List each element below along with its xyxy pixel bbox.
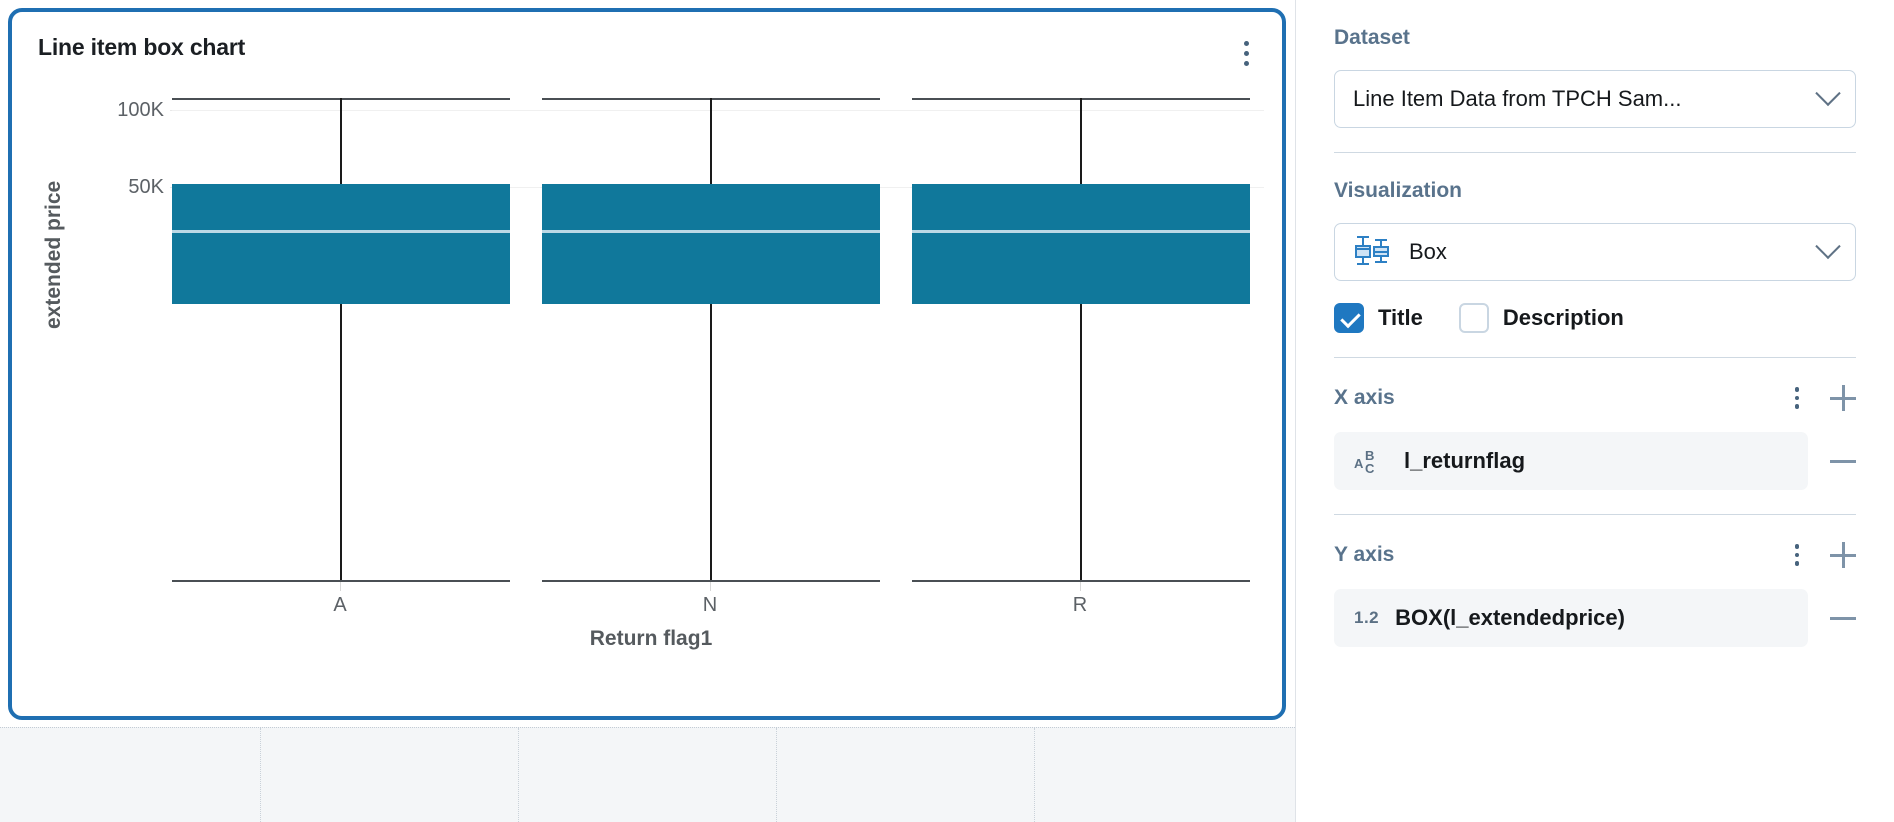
y-axis-tick-label: 100K — [117, 99, 164, 121]
y-axis-kebab-menu-icon[interactable] — [1786, 541, 1808, 569]
y-axis-field-box-extendedprice[interactable]: 1.2 BOX(l_extendedprice) — [1334, 589, 1808, 647]
box-plot-icon — [1353, 233, 1395, 272]
x-axis-heading: X axis — [1334, 386, 1395, 409]
x-tick-mark — [710, 582, 711, 591]
whisker-cap-lower — [912, 580, 1250, 582]
kebab-dot — [1794, 404, 1800, 409]
description-checkbox[interactable] — [1458, 303, 1489, 333]
median-line — [542, 230, 880, 233]
x-axis-tick-label: N — [702, 594, 718, 616]
box-body — [172, 184, 510, 304]
box-plot[interactable]: extended price 100K 50K — [12, 74, 1282, 714]
chart-card-header: Line item box chart — [12, 12, 1282, 74]
dataset-section: Dataset Line Item Data from TPCH Sam... — [1334, 0, 1856, 128]
x-axis-tick-label: R — [1072, 594, 1088, 616]
x-axis-add-field-button[interactable] — [1830, 385, 1856, 411]
kebab-dot — [1794, 387, 1800, 392]
x-axis-field-label: l_returnflag — [1404, 448, 1526, 473]
y-axis-label: extended price — [42, 180, 65, 329]
visualization-dropdown[interactable]: Box — [1334, 223, 1856, 281]
grid-column-line — [1034, 728, 1035, 822]
kebab-dot — [1794, 552, 1800, 558]
whisker-upper — [710, 98, 712, 184]
y-axis-tick-label: 50K — [128, 176, 164, 198]
chevron-down-icon — [1815, 233, 1841, 260]
y-gridline — [172, 110, 1264, 111]
chart-kebab-menu-icon[interactable] — [1232, 36, 1260, 70]
x-axis-kebab-menu-icon[interactable] — [1786, 384, 1808, 412]
kebab-dot — [1794, 561, 1800, 566]
dataset-section-header: Dataset — [1334, 26, 1856, 50]
whisker-upper — [340, 98, 342, 184]
chevron-down-icon — [1815, 80, 1841, 107]
visualization-options: Title Description — [1334, 303, 1856, 333]
dashboard-canvas: Line item box chart extended price 100K — [0, 8, 1295, 822]
median-line — [912, 230, 1250, 233]
chart-title: Line item box chart — [38, 34, 246, 60]
whisker-lower — [340, 304, 342, 580]
whisker-upper — [1080, 98, 1082, 184]
dataset-heading: Dataset — [1334, 26, 1410, 49]
dashboard-grid-area[interactable] — [0, 727, 1295, 822]
y-axis-section-header: Y axis — [1334, 541, 1856, 569]
y-axis-add-field-button[interactable] — [1830, 542, 1856, 568]
number-type-icon: 1.2 — [1354, 608, 1380, 627]
grid-column-line — [518, 728, 519, 822]
y-axis-heading: Y axis — [1334, 543, 1395, 566]
visualization-selected-value: Box — [1409, 239, 1447, 264]
box-body — [912, 184, 1250, 304]
x-axis-remove-field-button[interactable] — [1830, 448, 1856, 474]
x-tick-mark — [1080, 582, 1081, 591]
kebab-dot — [1243, 60, 1249, 66]
whisker-cap-lower — [172, 580, 510, 582]
x-tick-mark — [340, 582, 341, 591]
whisker-lower — [710, 304, 712, 580]
x-axis-label: Return flag1 — [589, 627, 713, 650]
kebab-dot — [1243, 50, 1249, 56]
y-axis-field-label: BOX(l_extendedprice) — [1395, 605, 1625, 630]
kebab-dot — [1243, 40, 1249, 46]
y-axis-remove-field-button[interactable] — [1830, 605, 1856, 631]
kebab-dot — [1794, 544, 1800, 549]
dataset-selected-value: Line Item Data from TPCH Sam... — [1353, 86, 1682, 111]
title-checkbox[interactable] — [1334, 303, 1364, 333]
x-axis-section-header: X axis — [1334, 384, 1856, 412]
y-axis-section: Y axis 1.2 BOX(l_extendedprice) — [1334, 514, 1856, 647]
x-axis-tick-label: A — [333, 594, 347, 616]
box-body — [542, 184, 880, 304]
whisker-lower — [1080, 304, 1082, 580]
chart-config-panel: Dataset Line Item Data from TPCH Sam... … — [1295, 0, 1894, 822]
grid-column-line — [776, 728, 777, 822]
dataset-dropdown[interactable]: Line Item Data from TPCH Sam... — [1334, 70, 1856, 128]
title-checkbox-label: Title — [1378, 305, 1423, 330]
chart-card[interactable]: Line item box chart extended price 100K — [8, 8, 1286, 720]
whisker-cap-lower — [542, 580, 880, 582]
visualization-section: Visualization — [1334, 152, 1856, 333]
grid-column-line — [260, 728, 261, 822]
visualization-section-header: Visualization — [1334, 179, 1856, 203]
kebab-dot — [1794, 395, 1800, 401]
y-axis-field-row: 1.2 BOX(l_extendedprice) — [1334, 589, 1856, 647]
description-checkbox-label: Description — [1502, 305, 1624, 330]
median-line — [172, 230, 510, 233]
visualization-heading: Visualization — [1334, 179, 1462, 202]
